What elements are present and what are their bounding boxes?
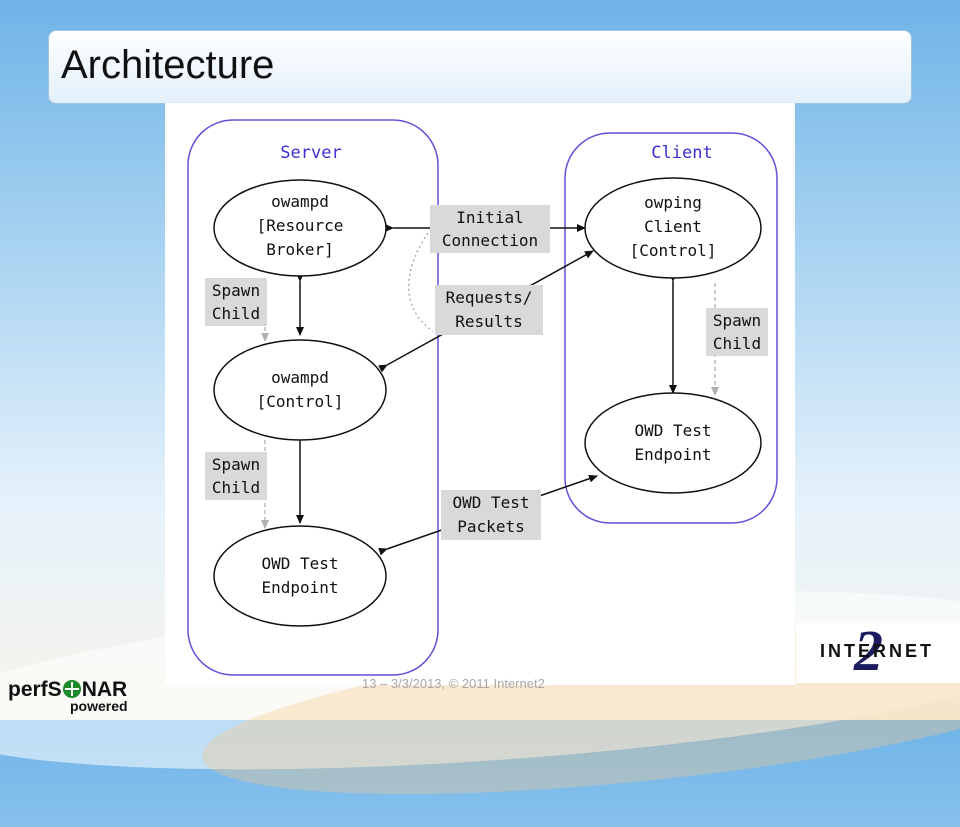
owampd-broker-node xyxy=(213,179,387,277)
globe-icon xyxy=(62,680,81,698)
owd-test-packets-label-line2: Packets xyxy=(457,517,524,536)
spawn-child-label-3-line2: Child xyxy=(713,334,761,353)
owping-client-line2: Client xyxy=(644,217,702,236)
spawn-child-label-1-line2: Child xyxy=(212,304,260,323)
server-owd-endpoint-node xyxy=(213,525,387,627)
server-group-label: Server xyxy=(280,143,341,163)
perfsonar-powered-text: powered xyxy=(70,698,128,714)
spawn-child-label-1-bg xyxy=(205,278,267,326)
spawn-child-label-1-line1: Spawn xyxy=(212,281,260,300)
owampd-broker-line3: Broker] xyxy=(266,240,333,259)
requests-results-label-line2: Results xyxy=(455,312,522,331)
spawn-child-label-2-bg xyxy=(205,452,267,500)
client-owd-endpoint-line2: Endpoint xyxy=(634,445,711,464)
initial-connection-label-line2: Connection xyxy=(442,231,538,250)
perfsonar-text-left: perfS xyxy=(8,678,62,701)
client-owd-endpoint-node xyxy=(584,392,762,494)
owping-client-line1: owping xyxy=(644,193,702,212)
perfsonar-wordmark: perfS NAR xyxy=(8,678,127,702)
server-group-outline xyxy=(187,119,439,676)
internet2-logo: 2 INTERNET xyxy=(796,618,960,683)
requests-results-label-line1: Requests/ xyxy=(446,288,533,307)
spawn-child-label-2-line2: Child xyxy=(212,478,260,497)
architecture-diagram: Server Client Initial Connection Request… xyxy=(165,103,795,685)
spawn-child-label-3-bg xyxy=(706,308,768,356)
owampd-control-node xyxy=(213,339,387,441)
owping-client-control-node xyxy=(584,177,762,279)
initial-connection-label-line1: Initial xyxy=(456,208,523,227)
owampd-control-line1: owampd xyxy=(271,368,329,387)
owampd-broker-line1: owampd xyxy=(271,192,329,211)
owampd-control-line2: [Control] xyxy=(257,392,344,411)
owping-client-line3: [Control] xyxy=(630,241,717,260)
owd-test-packets-label-bg xyxy=(441,490,541,540)
client-group-label: Client xyxy=(651,143,712,163)
slide-footer: 13 – 3/3/2013, © 2011 Internet2 xyxy=(362,676,545,691)
requests-results-label-bg xyxy=(435,285,543,335)
client-owd-endpoint-line1: OWD Test xyxy=(634,421,711,440)
diagram-canvas: Server Client Initial Connection Request… xyxy=(187,119,778,676)
perfsonar-logo: perfS NAR powered xyxy=(8,678,133,718)
internet2-wordmark: INTERNET xyxy=(820,641,934,661)
initial-connection-label-bg xyxy=(430,205,550,253)
slide-title: Architecture xyxy=(61,43,275,87)
spawn-child-label-2-line1: Spawn xyxy=(212,455,260,474)
owd-test-packets-label-line1: OWD Test xyxy=(452,493,529,512)
internet2-mark: 2 xyxy=(854,618,883,683)
server-owd-endpoint-line2: Endpoint xyxy=(261,578,338,597)
owampd-broker-line2: [Resource xyxy=(257,216,344,235)
dotted-connection-curve xyxy=(408,220,438,332)
perfsonar-text-right: NAR xyxy=(81,678,128,701)
server-owd-endpoint-line1: OWD Test xyxy=(261,554,338,573)
spawn-child-label-3-line1: Spawn xyxy=(713,311,761,330)
title-bar: Architecture xyxy=(48,30,912,104)
